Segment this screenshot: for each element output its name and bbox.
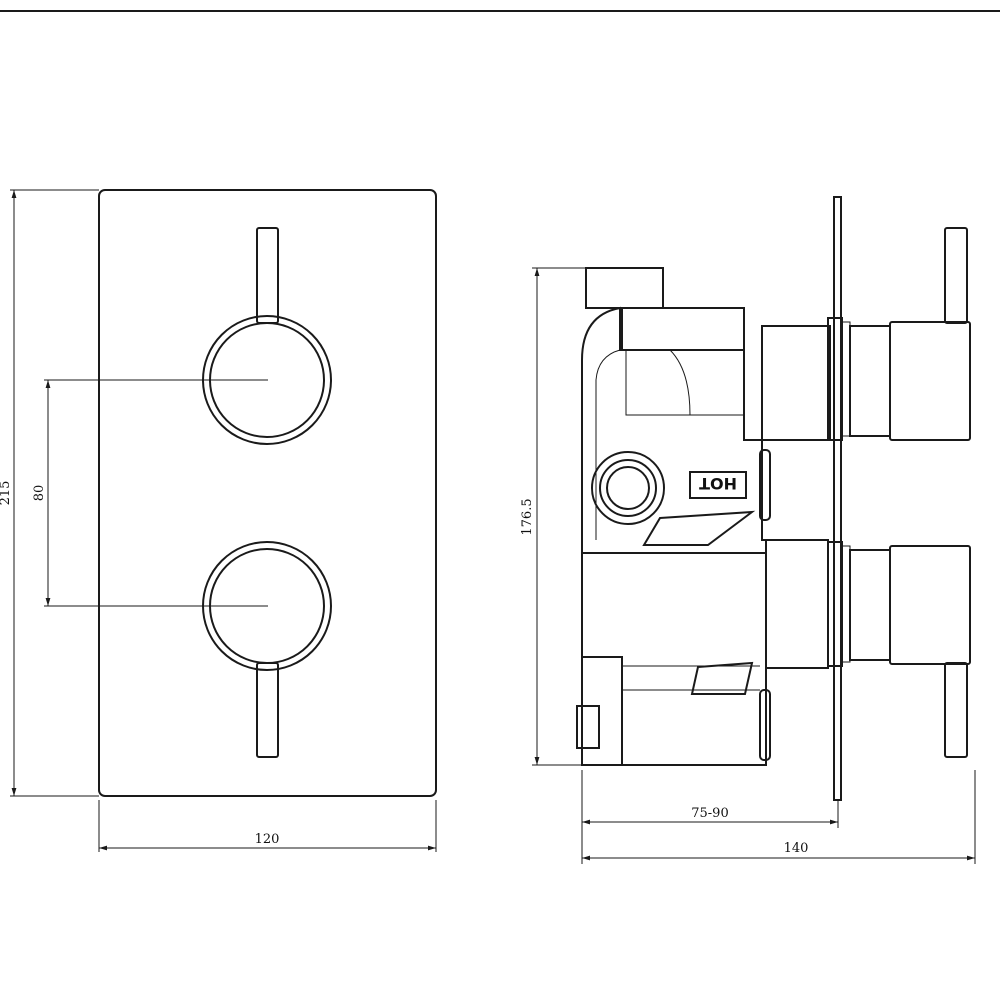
dim-label-80: 80 xyxy=(32,485,47,502)
valve-body xyxy=(581,306,767,766)
hot-label-box xyxy=(689,471,747,499)
dim-label-176-5: 176.5 xyxy=(520,498,535,535)
faceplate-edge xyxy=(833,196,842,801)
front-view: 215 80 120 xyxy=(0,189,437,852)
upper-spindle xyxy=(761,227,971,441)
lower-spanner xyxy=(690,661,754,695)
lower-lever xyxy=(256,662,279,758)
dim-front-height: 215 xyxy=(0,189,99,797)
upper-lever xyxy=(256,227,279,324)
side-upper-lever xyxy=(944,227,968,324)
dim-label-120: 120 xyxy=(255,832,280,847)
hot-label: HOT xyxy=(699,474,737,493)
dim-label-140: 140 xyxy=(784,841,809,856)
lower-spindle xyxy=(765,539,971,758)
side-view: HOT xyxy=(520,196,976,864)
faceplate xyxy=(98,189,437,797)
upper-spanner xyxy=(642,510,756,546)
upper-control xyxy=(202,227,332,445)
upper-cartridge-arm xyxy=(621,307,745,351)
lower-control xyxy=(202,541,332,758)
dim-handle-spacing: 80 xyxy=(32,379,268,607)
top-outlet xyxy=(585,267,664,309)
dim-front-width: 120 xyxy=(98,800,437,852)
dim-label-215: 215 xyxy=(0,481,13,506)
side-lower-lever xyxy=(944,662,968,758)
hot-inlet-port xyxy=(591,451,665,525)
dim-side-height: 176.5 xyxy=(520,267,586,766)
dim-wall-depth: 75-90 xyxy=(581,770,839,864)
dim-total-depth: 140 xyxy=(582,770,976,864)
dim-label-75-90: 75-90 xyxy=(691,806,728,821)
